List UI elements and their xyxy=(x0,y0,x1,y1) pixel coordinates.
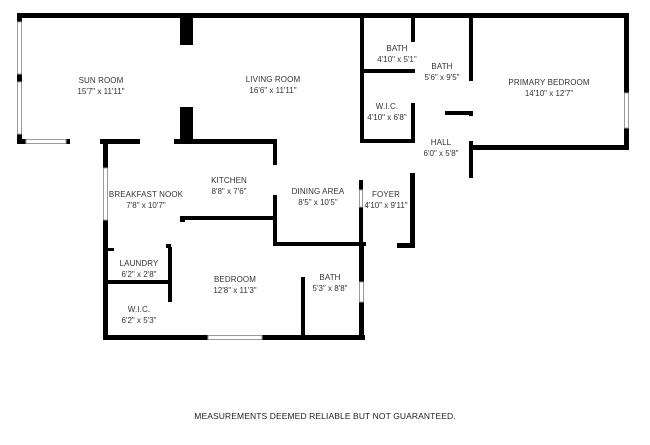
room-dimensions: 4'10" x 6'8" xyxy=(367,113,407,122)
room-name: BATH xyxy=(431,62,453,71)
room-dimensions: 14'10" x 12'7" xyxy=(524,89,574,98)
room-name: PRIMARY BEDROOM xyxy=(508,78,590,87)
room-label-kitchen: KITCHEN 8'8" x 7'6" xyxy=(211,175,247,197)
room-label-bath-2: BATH 5'6" x 9'5" xyxy=(425,61,460,83)
disclaimer: MEASUREMENTS DEEMED RELIABLE BUT NOT GUA… xyxy=(194,411,456,421)
room-dimensions: 7'8" x 10'7" xyxy=(126,201,166,210)
room-dimensions: 6'0" x 5'8" xyxy=(423,149,459,158)
room-name: SUN ROOM xyxy=(78,76,124,85)
room-dimensions: 5'6" x 9'5" xyxy=(424,73,460,82)
room-name: W.I.C. xyxy=(375,102,399,111)
room-label-living-room: LIVING ROOM 16'6" x 11'11" xyxy=(246,74,300,96)
room-label-sun-room: SUN ROOM 15'7" x 11'11" xyxy=(77,75,124,97)
room-dimensions: 5'3" x 8'8" xyxy=(312,284,348,293)
room-dimensions: 16'6" x 11'11" xyxy=(249,86,297,95)
room-dimensions: 12'8" x 11'3" xyxy=(213,286,257,295)
room-name: LAUNDRY xyxy=(119,259,159,268)
room-dimensions: 4'10" x 5'1" xyxy=(377,55,417,64)
room-label-dining-area: DINING AREA 8'5" x 10'5" xyxy=(292,186,345,208)
room-label-wic-1: W.I.C. 4'10" x 6'8" xyxy=(367,101,406,123)
room-label-bath-3: BATH 5'3" x 8'8" xyxy=(313,272,348,294)
room-label-foyer: FOYER 4'10" x 9'11" xyxy=(364,189,407,211)
room-label-bath-1: BATH 4'10" x 5'1" xyxy=(377,43,416,65)
room-dimensions: 6'2" x 2'8" xyxy=(121,270,157,279)
room-name: FOYER xyxy=(371,190,401,199)
room-label-bedroom: BEDROOM 12'8" x 11'3" xyxy=(213,274,256,296)
room-name: BREAKFAST NOOK xyxy=(108,190,184,199)
room-name: BEDROOM xyxy=(213,275,257,284)
room-label-laundry: LAUNDRY 6'2" x 2'8" xyxy=(120,258,159,280)
room-name: W.I.C. xyxy=(127,305,151,314)
room-dimensions: 4'10" x 9'11" xyxy=(364,201,408,210)
room-name: BATH xyxy=(319,273,341,282)
room-name: DINING AREA xyxy=(291,187,345,196)
room-label-breakfast-nook: BREAKFAST NOOK 7'8" x 10'7" xyxy=(109,189,183,211)
room-dimensions: 8'5" x 10'5" xyxy=(298,198,338,207)
room-label-hall: HALL 6'0" x 5'8" xyxy=(424,137,459,159)
room-dimensions: 6'2" x 5'3" xyxy=(121,316,157,325)
windows xyxy=(17,21,629,340)
room-dimensions: 8'8" x 7'6" xyxy=(211,187,247,196)
room-name: BATH xyxy=(386,44,408,53)
room-name: KITCHEN xyxy=(211,176,247,185)
room-label-wic-2: W.I.C. 6'2" x 5'3" xyxy=(122,304,157,326)
room-dimensions: 15'7" x 11'11" xyxy=(77,87,125,96)
room-name: HALL xyxy=(430,138,452,147)
room-name: LIVING ROOM xyxy=(245,75,301,84)
walls xyxy=(17,13,629,340)
room-label-primary-bedroom: PRIMARY BEDROOM 14'10" x 12'7" xyxy=(508,77,589,99)
